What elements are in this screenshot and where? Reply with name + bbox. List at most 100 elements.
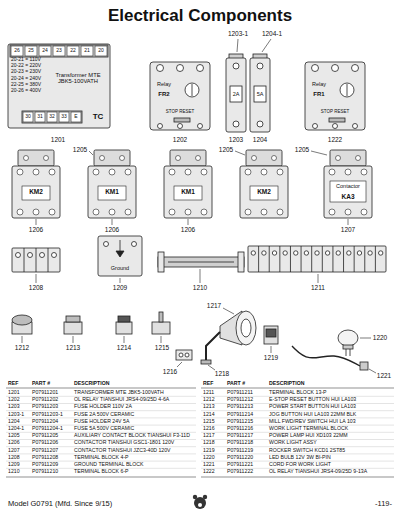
transformer bbox=[22, 111, 82, 123]
terminal-block bbox=[354, 246, 355, 272]
overload-relay bbox=[174, 118, 190, 122]
table-cell: WORK LIGHT ASSY bbox=[269, 441, 317, 447]
terminal-screw bbox=[11, 46, 107, 122]
table-cell: CONTACTOR TIANSHUI GSC1-1801 120V bbox=[74, 441, 174, 447]
overload-relay bbox=[305, 62, 365, 130]
overload-relay bbox=[312, 65, 319, 72]
contactor bbox=[240, 150, 288, 218]
leader-line bbox=[124, 336, 125, 343]
overload-relay bbox=[352, 65, 359, 72]
leader-line bbox=[318, 274, 319, 283]
terminal-number: 23 bbox=[56, 48, 62, 54]
leader-line bbox=[188, 219, 189, 225]
table-cell: CONTACTOR TIANSHUI JZC3-40D 120V bbox=[74, 448, 171, 454]
transformer bbox=[8, 44, 110, 128]
leader-line bbox=[120, 278, 121, 283]
node-text: KA3 bbox=[341, 193, 354, 200]
terminal-number: 31 bbox=[37, 114, 43, 120]
fuse-rating: 2A bbox=[233, 91, 240, 97]
leader-line bbox=[112, 219, 113, 225]
overload-relay bbox=[340, 83, 354, 97]
fuse-holder bbox=[230, 86, 242, 102]
fuse-holder bbox=[226, 58, 246, 132]
table-header: REF bbox=[203, 381, 213, 387]
push-button bbox=[159, 312, 163, 322]
leader-line bbox=[36, 219, 37, 225]
push-button bbox=[152, 322, 170, 334]
node-text: FR1 bbox=[313, 91, 324, 98]
table-cell: E-STOP RESET BUTTON HUI LA103 bbox=[269, 397, 356, 403]
terminal-screw bbox=[71, 112, 81, 122]
page-title: Electrical Components bbox=[108, 7, 292, 26]
node-text: Contactor bbox=[336, 183, 360, 189]
leader-line bbox=[311, 151, 327, 155]
push-button bbox=[12, 312, 170, 334]
terminal-number: 30 bbox=[25, 114, 31, 120]
table-header: PART # bbox=[227, 381, 245, 387]
transformer bbox=[8, 44, 110, 128]
overload-relay bbox=[198, 124, 203, 129]
work-light bbox=[185, 353, 189, 357]
callout-number: 1205 bbox=[73, 146, 87, 153]
table-cell: 1201 bbox=[8, 390, 20, 396]
contactor-box: KM2 bbox=[12, 166, 60, 218]
terminal-number: 20 bbox=[98, 48, 104, 54]
push-button bbox=[64, 322, 82, 334]
leader-line bbox=[177, 362, 182, 367]
callout-number: 1205 bbox=[295, 146, 309, 153]
push-button bbox=[118, 316, 130, 322]
contactor-box: KM1 bbox=[88, 166, 136, 218]
node-text: KM2 bbox=[257, 188, 271, 195]
table-cell: AUXILIARY CONTACT BLOCK TIANSHUI F3-11D bbox=[74, 433, 190, 439]
table-cell: 1214 bbox=[203, 412, 215, 418]
leader-line bbox=[89, 151, 93, 155]
push-button bbox=[66, 316, 80, 322]
leader-line bbox=[235, 151, 245, 155]
callout-number: 1218 bbox=[215, 370, 229, 377]
table-cell: 1208 bbox=[8, 455, 20, 461]
terminal-block bbox=[294, 251, 298, 255]
leader-line bbox=[348, 219, 349, 225]
leader-line bbox=[22, 336, 23, 343]
node-text: Relay bbox=[312, 81, 326, 87]
callout-number: 1208 bbox=[29, 284, 43, 291]
callout-number: 1206 bbox=[181, 226, 195, 233]
table-header: DESCRIPTION bbox=[74, 381, 109, 387]
contactor bbox=[12, 150, 372, 218]
terminal-screw bbox=[47, 112, 57, 122]
contactor-box: ContactorKA3 bbox=[324, 166, 372, 218]
footer-text: Model G0791 (Mfd. Since 9/15) bbox=[8, 500, 112, 508]
terminal-block bbox=[336, 251, 340, 255]
power-cord bbox=[292, 346, 360, 366]
ground-block bbox=[98, 236, 142, 276]
terminal-block bbox=[368, 251, 372, 255]
callout-number: 1213 bbox=[66, 344, 80, 351]
work-light bbox=[236, 311, 256, 345]
callout-number: 1205 bbox=[219, 146, 233, 153]
terminal-screw bbox=[95, 46, 107, 56]
terminal-block bbox=[279, 246, 280, 272]
contactor-box: KM1 bbox=[164, 166, 212, 218]
ground-block bbox=[104, 242, 109, 247]
terminal-block bbox=[248, 246, 386, 272]
leader-line bbox=[223, 308, 234, 314]
ground-block bbox=[120, 240, 121, 252]
terminal-number: 25 bbox=[28, 48, 34, 54]
led-bulb bbox=[338, 330, 358, 346]
terminal-number: 24 bbox=[42, 48, 48, 54]
callout-number: 1212 bbox=[15, 344, 29, 351]
table-cell: P07911220 bbox=[227, 455, 253, 461]
push-button bbox=[116, 322, 132, 334]
table-cell: CORD FOR WORK LIGHT bbox=[269, 462, 331, 468]
bear-logo bbox=[193, 495, 207, 509]
leader-line bbox=[360, 338, 371, 339]
terminal-block bbox=[12, 248, 60, 272]
node-text: KM2 bbox=[29, 188, 43, 195]
table-cell: 1210 bbox=[8, 469, 20, 475]
callout-number: 1219 bbox=[264, 354, 278, 361]
node-text: STOP RESET bbox=[166, 110, 194, 115]
table-cell: 1211 bbox=[203, 390, 214, 396]
node-text: 20-24 = 240V bbox=[11, 76, 41, 82]
terminal-number: 32 bbox=[49, 114, 55, 120]
